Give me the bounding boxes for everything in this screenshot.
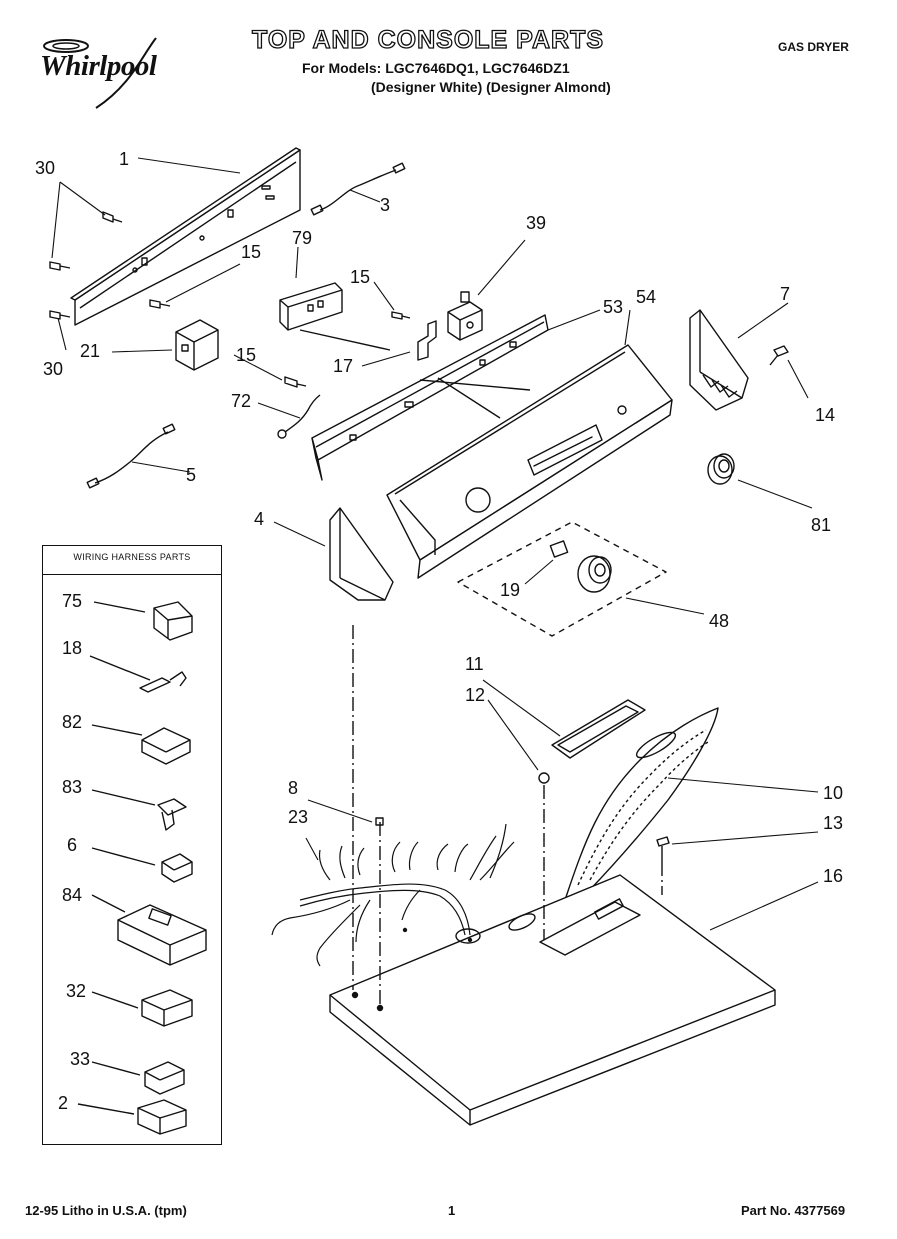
- callout-5: 5: [186, 465, 197, 485]
- part-3-wire: [319, 169, 397, 211]
- callout-84: 84: [62, 885, 83, 905]
- callout-39: 39: [526, 213, 547, 233]
- part-number: Part No. 4377569: [741, 1203, 846, 1218]
- part-54-console: [386, 344, 673, 579]
- callout-30: 30: [43, 359, 64, 379]
- callout-83: 83: [62, 777, 83, 797]
- callout-81: 81: [811, 515, 832, 535]
- print-info: 12-95 Litho in U.S.A. (tpm): [25, 1203, 187, 1218]
- part-48-knob-assembly: [457, 521, 667, 637]
- page-number: 1: [448, 1203, 456, 1218]
- part-4-endcap: [329, 507, 394, 601]
- part-79-bracket: [279, 282, 391, 351]
- control-panel-strip: [311, 314, 549, 481]
- wiring-harness-parts-box: [42, 545, 222, 1145]
- harness-title-divider: [42, 574, 222, 575]
- part-39-switch: [447, 291, 483, 341]
- callout-6: 6: [67, 835, 78, 855]
- callout-82: 82: [62, 712, 83, 732]
- callout-32: 32: [66, 981, 87, 1001]
- part-23-harness: [271, 823, 515, 967]
- part-21-switch: [175, 319, 219, 371]
- part-10-duct: [564, 707, 719, 906]
- callout-10: 10: [823, 783, 844, 803]
- callout-33: 33: [70, 1049, 91, 1069]
- callout-23: 23: [288, 807, 309, 827]
- callout-21: 21: [80, 341, 101, 361]
- logo-swoosh-icon: [43, 37, 157, 109]
- callout-15: 15: [350, 267, 371, 287]
- callout-48: 48: [709, 611, 730, 631]
- callout-53: 53: [603, 297, 624, 317]
- part-81-knob: [707, 453, 735, 485]
- models-line: For Models: LGC7646DQ1, LGC7646DZ1: [302, 60, 570, 76]
- callout-30: 30: [35, 158, 56, 178]
- brand-logo-text: Whirlpool: [40, 50, 157, 82]
- callout-15: 15: [236, 345, 257, 365]
- callout-13: 13: [823, 813, 844, 833]
- variants-line: (Designer White) (Designer Almond): [371, 79, 611, 95]
- callout-19: 19: [500, 580, 521, 600]
- callout-11: 11: [465, 654, 484, 674]
- part-1-panel-illustration: [70, 147, 301, 326]
- page-title: TOP AND CONSOLE PARTS: [251, 25, 605, 54]
- callout-7: 7: [780, 284, 791, 304]
- callout-75: 75: [62, 591, 83, 611]
- product-type: GAS DRYER: [778, 40, 849, 54]
- callout-16: 16: [823, 866, 844, 886]
- callout-2: 2: [58, 1093, 69, 1113]
- callout-17: 17: [333, 356, 354, 376]
- callout-12: 12: [465, 685, 486, 705]
- callout-1: 1: [119, 149, 130, 169]
- part-11-cover: [551, 699, 646, 759]
- part-16-top-panel: [329, 874, 776, 1126]
- whirlpool-logo: [38, 36, 188, 116]
- callout-54: 54: [636, 287, 657, 307]
- wiring-harness-title: WIRING HARNESS PARTS: [73, 552, 191, 562]
- harness-parts-illustrations: [77, 601, 207, 1135]
- callout-4: 4: [254, 509, 265, 529]
- part-17-clip: [417, 320, 437, 361]
- leader-lines: [51, 157, 819, 931]
- part-5-wire: [94, 431, 169, 484]
- part-7-endcap: [689, 309, 749, 411]
- callout-18: 18: [62, 638, 83, 658]
- callout-14: 14: [815, 405, 836, 425]
- callout-15: 15: [241, 242, 262, 262]
- callout-8: 8: [288, 778, 299, 798]
- callout-72: 72: [231, 391, 252, 411]
- callout-79: 79: [292, 228, 313, 248]
- callout-3: 3: [380, 195, 391, 215]
- screw-30-set: [49, 211, 171, 320]
